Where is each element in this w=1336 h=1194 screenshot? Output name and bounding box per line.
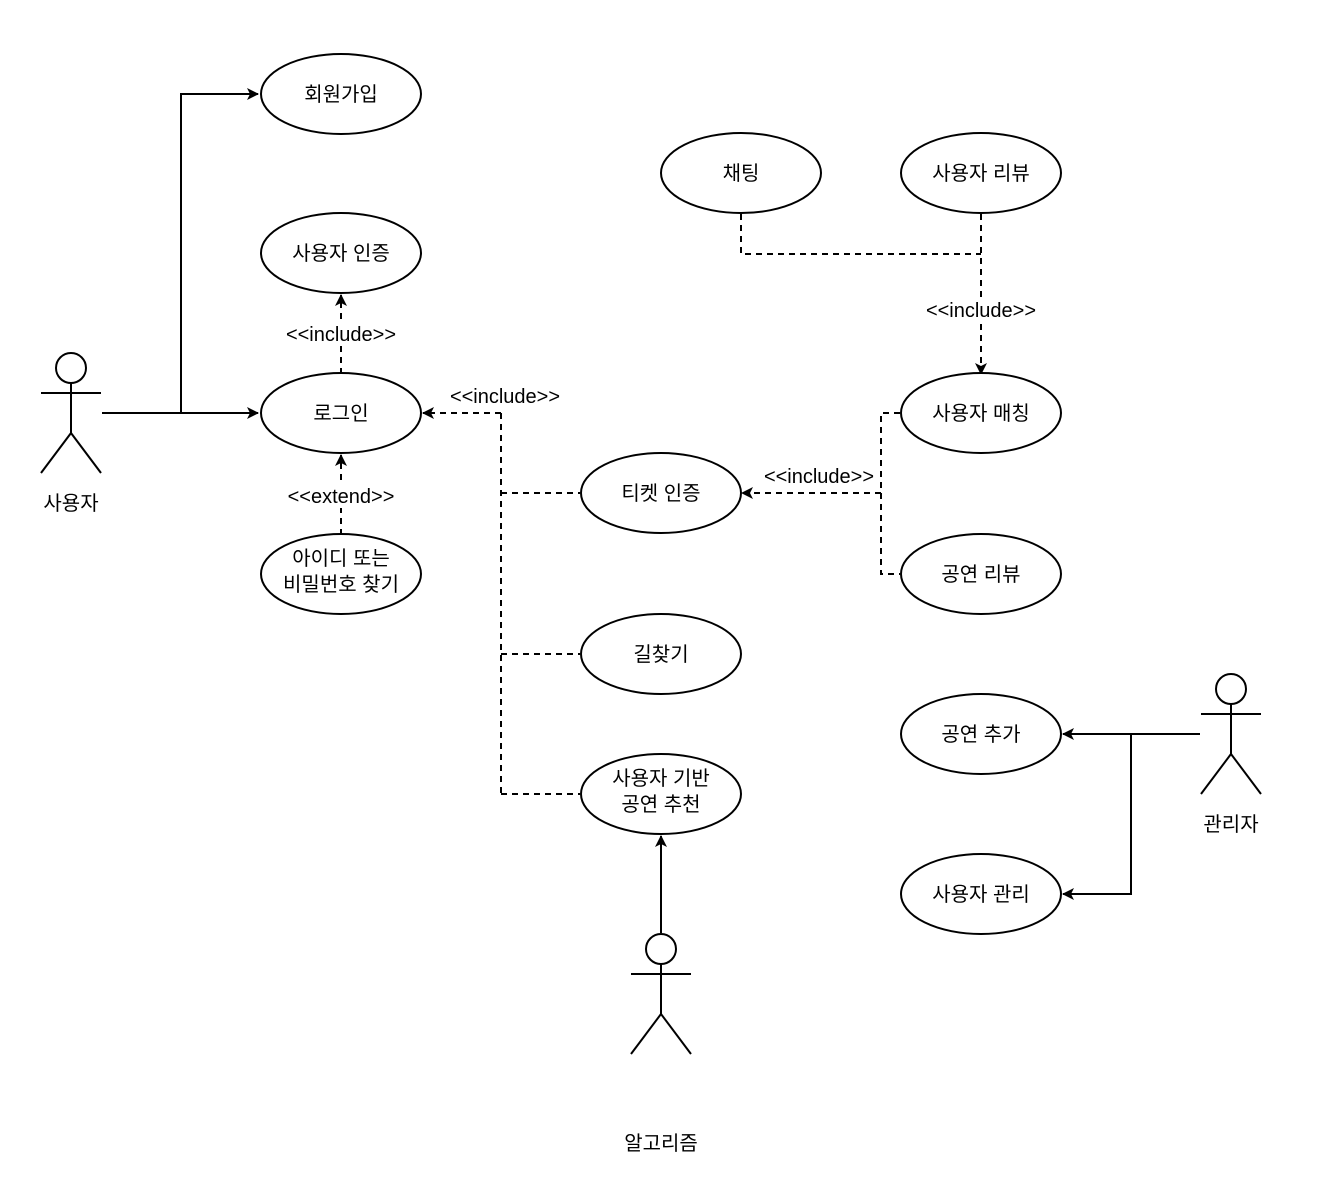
usecase-find-id-pw: 아이디 또는 비밀번호 찾기 bbox=[260, 533, 422, 615]
usecase-user-matching-label: 사용자 매칭 bbox=[932, 402, 1030, 425]
usecase-ticket-auth: 티켓 인증 bbox=[580, 452, 742, 534]
usecase-show-review: 공연 리뷰 bbox=[900, 533, 1062, 615]
usecase-wayfinding: 길찾기 bbox=[580, 613, 742, 695]
label-include-login-userauth: <<include>> bbox=[286, 324, 396, 346]
usecase-add-show: 공연 추가 bbox=[900, 693, 1062, 775]
usecase-chat-label: 채팅 bbox=[723, 162, 760, 185]
usecase-user-auth: 사용자 인증 bbox=[260, 212, 422, 294]
usecase-user-management: 사용자 관리 bbox=[900, 853, 1062, 935]
actor-algorithm: 알고리즘 bbox=[624, 933, 698, 1155]
label-include-to-login: <<include>> bbox=[450, 386, 560, 408]
usecase-find-id-pw-label-1: 아이디 또는 bbox=[292, 547, 390, 570]
usecase-wayfinding-label: 길찾기 bbox=[633, 643, 688, 666]
usecase-user-auth-label: 사용자 인증 bbox=[292, 242, 390, 265]
actor-admin: 관리자 bbox=[1200, 673, 1262, 836]
usecase-add-show-label: 공연 추가 bbox=[941, 723, 1020, 746]
usecase-find-id-pw-label-2: 비밀번호 찾기 bbox=[283, 573, 399, 596]
usecase-chat: 채팅 bbox=[660, 132, 822, 214]
usecase-signup-label: 회원가입 bbox=[304, 83, 378, 106]
usecase-login-label: 로그인 bbox=[313, 402, 368, 425]
usecase-user-management-label: 사용자 관리 bbox=[932, 883, 1030, 906]
usecase-ticket-auth-label: 티켓 인증 bbox=[621, 482, 700, 505]
actor-user: 사용자 bbox=[40, 352, 102, 515]
usecase-recommendation: 사용자 기반 공연 추천 bbox=[580, 753, 742, 835]
actor-user-label: 사용자 bbox=[43, 492, 98, 515]
usecase-user-matching: 사용자 매칭 bbox=[900, 372, 1062, 454]
label-include-to-ticket: <<include>> bbox=[764, 466, 874, 488]
usecase-user-review: 사용자 리뷰 bbox=[900, 132, 1062, 214]
include-branch-chat bbox=[740, 214, 981, 255]
label-extend-find-login: <<extend>> bbox=[288, 486, 395, 508]
usecase-signup: 회원가입 bbox=[260, 53, 422, 135]
usecase-recommendation-label-1: 사용자 기반 bbox=[612, 767, 710, 790]
actor-admin-label: 관리자 bbox=[1203, 813, 1258, 836]
include-branch-matching bbox=[880, 412, 900, 575]
actor-algorithm-label: 알고리즘 bbox=[624, 1132, 698, 1155]
usecase-recommendation-label-2: 공연 추천 bbox=[621, 793, 700, 816]
label-include-to-matching: <<include>> bbox=[926, 300, 1036, 322]
usecase-show-review-label: 공연 리뷰 bbox=[941, 563, 1020, 586]
assoc-admin-usermgmt bbox=[1062, 734, 1132, 900]
usecase-user-review-label: 사용자 리뷰 bbox=[932, 162, 1030, 185]
usecase-login: 로그인 bbox=[260, 372, 422, 454]
assoc-user-signup bbox=[180, 88, 259, 413]
